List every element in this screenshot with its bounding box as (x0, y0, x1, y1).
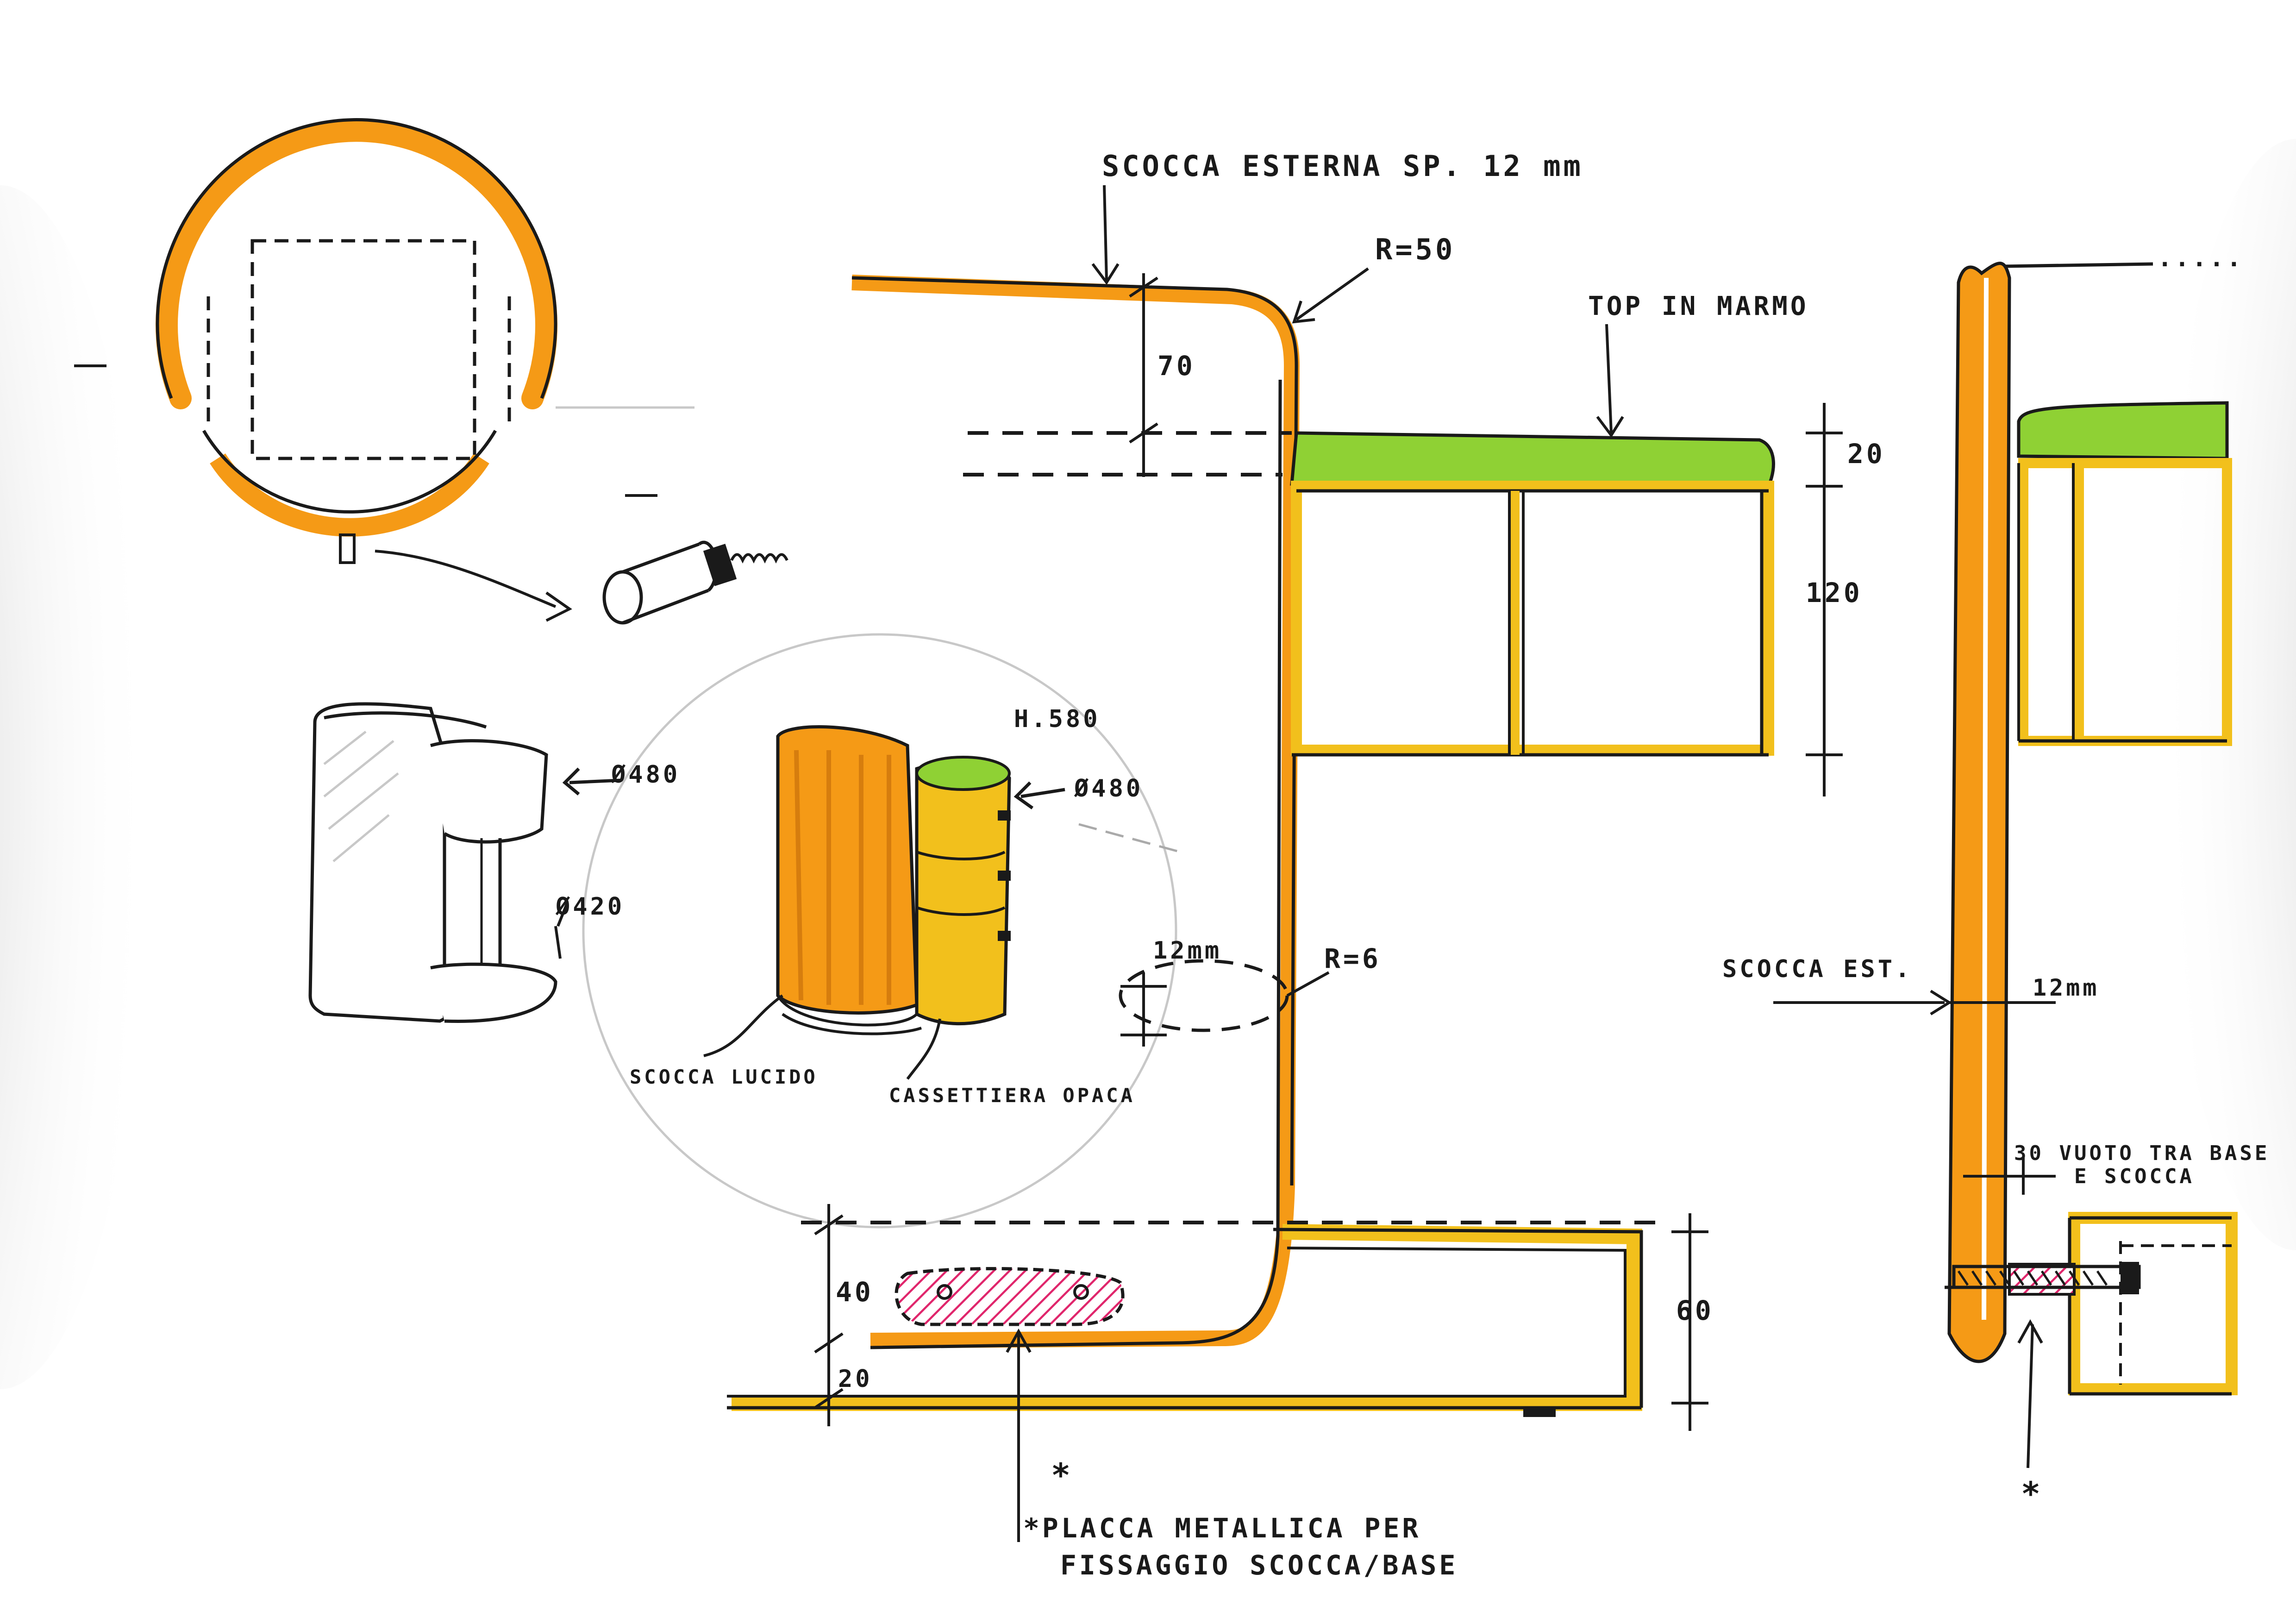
perspective-outline-sketch (308, 702, 621, 1023)
dim-40-label: 40 (836, 1276, 874, 1308)
plan-view-sketch (74, 118, 788, 625)
matt-drawers-label: CASSETTIERA OPACA (889, 1084, 1135, 1107)
radius-50-label: R=50 (1375, 232, 1455, 266)
plate-note-line-2: FISSAGGIO SCOCCA/BASE (1060, 1549, 1458, 1581)
gap-note-line-2: E SCOCCA (2074, 1165, 2195, 1188)
star-right-mark: * (2021, 1475, 2043, 1513)
annotation-labels: SCOCCA ESTERNA SP. 12 mm R=50 TOP IN MAR… (555, 149, 2270, 1581)
height-580-label: H.580 (1014, 705, 1101, 733)
glossy-shell-label: SCOCCA LUCIDO (630, 1066, 818, 1088)
diameter-480-left-label: Ø480 (611, 761, 680, 789)
shell-ext-label: SCOCCA EST. (1722, 955, 1912, 983)
dim-12mm-right-label: 12mm (2033, 974, 2099, 1001)
shell-thickness-note: SCOCCA ESTERNA SP. 12 mm (1102, 149, 1583, 183)
dim-20-top-label: 20 (1847, 438, 1885, 470)
dim-60-label: 60 (1676, 1295, 1714, 1326)
coloured-perspective-sketch (582, 633, 1181, 1229)
main-section-drawing (727, 185, 1843, 1542)
radius-6-label: R=6 (1324, 943, 1381, 974)
continuation-dots: ..... (2158, 245, 2244, 272)
diameter-420-label: Ø420 (555, 893, 625, 921)
dim-12mm-mid-label: 12mm (1153, 937, 1222, 965)
dim-120-label: 120 (1806, 577, 1863, 608)
dim-20-bottom-label: 20 (838, 1365, 873, 1393)
marble-top-note: TOP IN MARMO (1588, 291, 1809, 321)
diameter-480-right-label: Ø480 (1074, 775, 1143, 803)
plate-note-line-1: *PLACCA METALLICA PER (1023, 1512, 1421, 1544)
gap-note-line-1: 30 VUOTO TRA BASE (2014, 1141, 2270, 1165)
star-mark: * (1051, 1456, 1073, 1494)
left-scan-shadow (0, 185, 153, 1389)
right-detail-section (1773, 262, 2238, 1468)
dim-70-label: 70 (1157, 350, 1195, 382)
